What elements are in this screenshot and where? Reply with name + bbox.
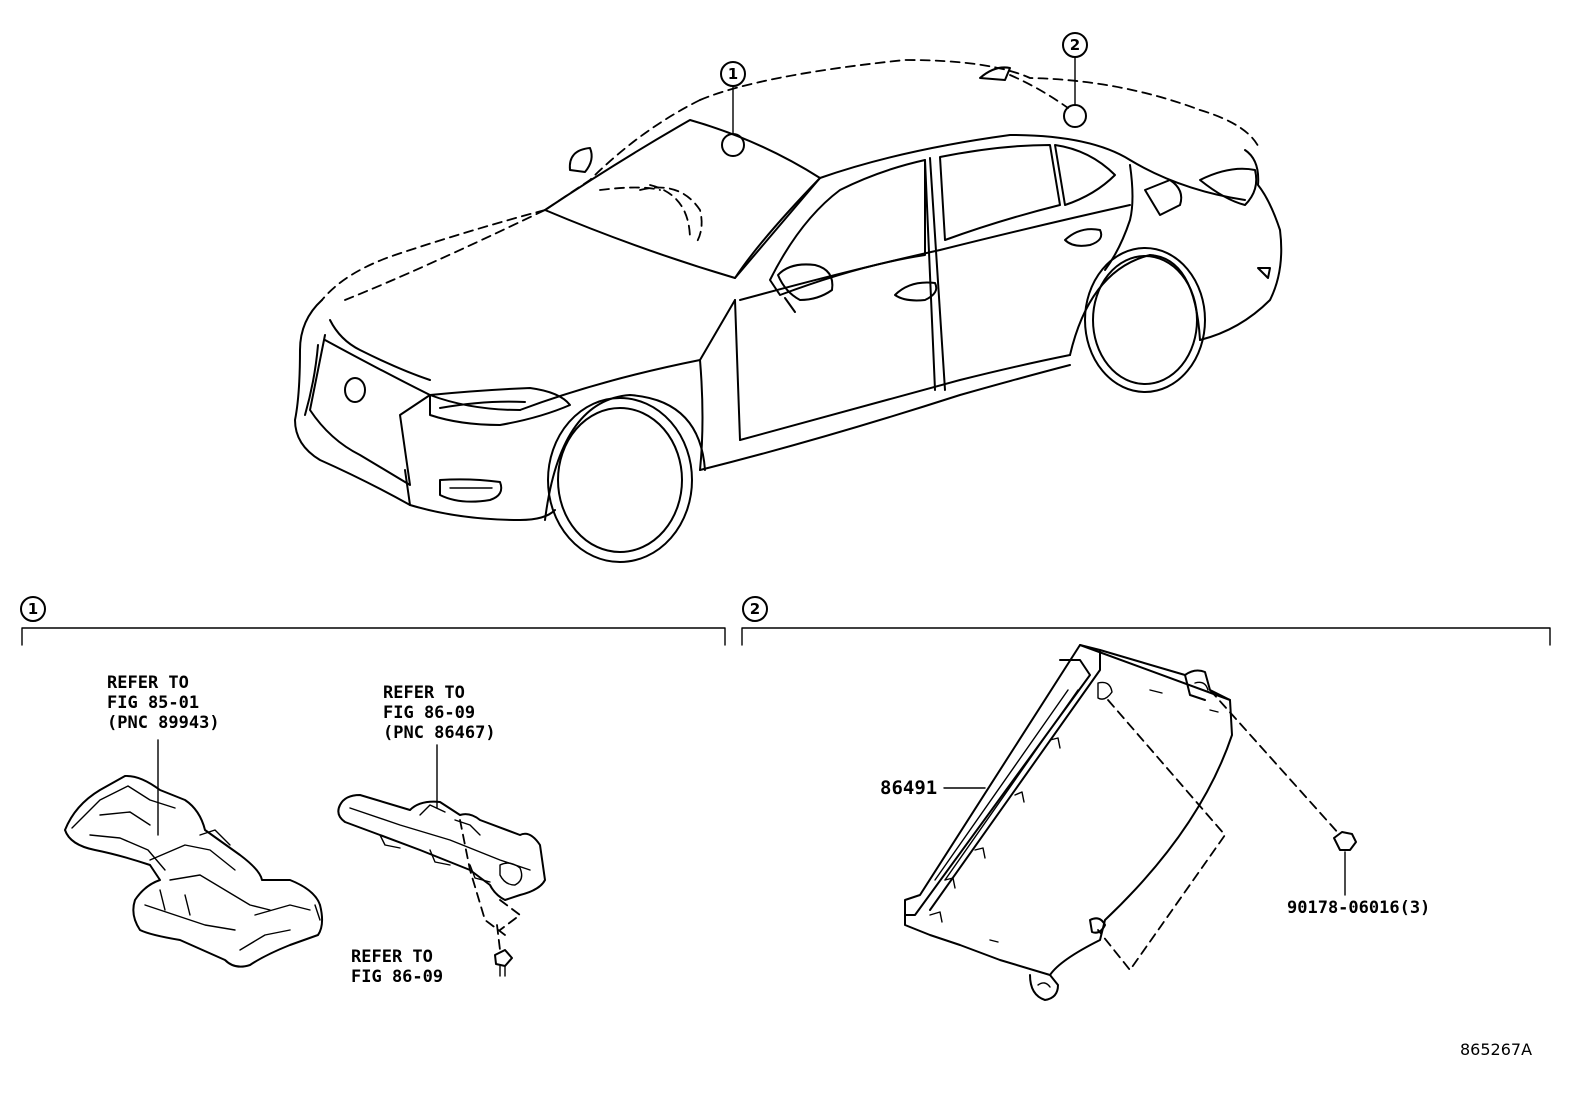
car-callouts	[721, 54, 1087, 157]
section-2-label: 2	[742, 596, 768, 622]
part-number-90178-06016: 90178-06016(3)	[1287, 898, 1431, 918]
part-bracket-89943	[64, 739, 324, 968]
part-number-86491: 86491	[880, 777, 938, 799]
refer-label-fig-86-09: REFER TO FIG 86-09	[351, 947, 444, 987]
section-1-label: 1	[20, 596, 46, 622]
callout-2: 2	[1062, 32, 1088, 58]
figure-id: 865267A	[1460, 1040, 1533, 1059]
callout-1: 1	[720, 61, 746, 87]
callout-marker-1	[721, 133, 745, 157]
refer-label-fig-86-09-pnc: REFER TO FIG 86-09 (PNC 86467)	[383, 683, 496, 743]
car-illustration	[294, 59, 1283, 563]
refer-label-fig-85-01: REFER TO FIG 85-01 (PNC 89943)	[107, 673, 220, 733]
section-brackets	[21, 627, 1551, 646]
part-86491	[904, 644, 1357, 1001]
part-bracket-86467	[337, 744, 546, 977]
